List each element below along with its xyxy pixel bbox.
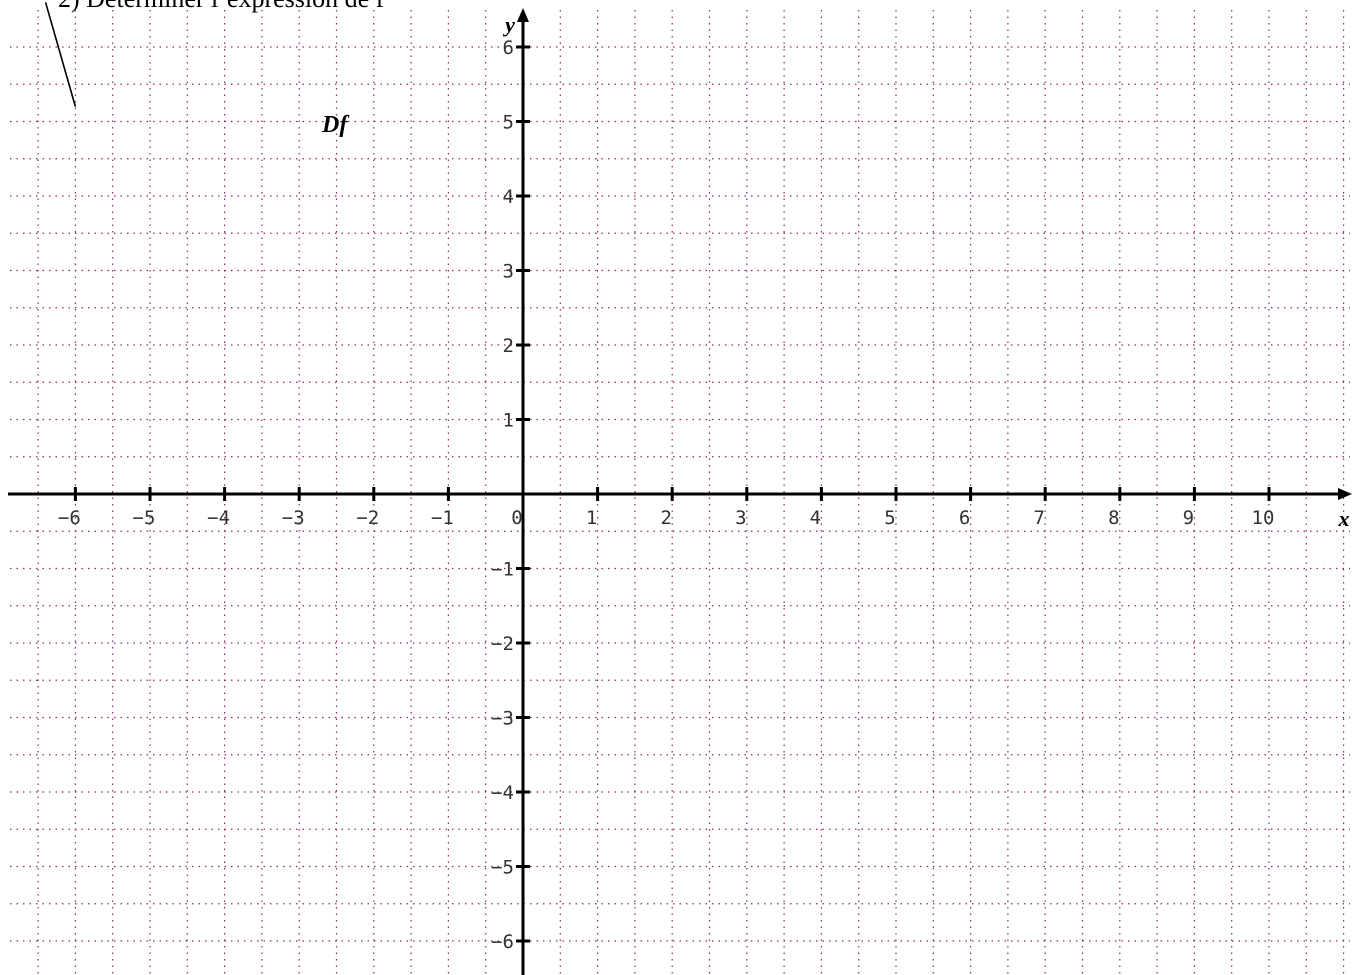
x-tick-label: −6	[58, 507, 81, 529]
y-axis-arrow	[517, 8, 529, 22]
x-tick-label: 6	[959, 507, 970, 529]
y-tick-label: −3	[491, 708, 514, 730]
series-layer	[44, 2, 77, 107]
y-axis-name: y	[502, 12, 515, 37]
axes	[8, 8, 1352, 975]
y-tick-label: −2	[491, 633, 514, 655]
x-tick-label: 8	[1108, 507, 1119, 529]
x-tick-label: 2	[660, 507, 671, 529]
y-tick-label: −5	[491, 857, 514, 879]
exercise-instruction: 2) Déterminer l’expression de f	[58, 0, 384, 12]
x-tick-label: 4	[810, 507, 821, 529]
y-tick-label: 5	[503, 112, 514, 134]
x-tick-label: −1	[431, 507, 454, 529]
x-tick-label: −3	[282, 507, 305, 529]
y-tick-label: 6	[503, 37, 514, 59]
y-tick-label: −6	[491, 931, 514, 953]
x-tick-label: 3	[735, 507, 746, 529]
x-axis-arrow	[1338, 488, 1352, 500]
labels-layer: −6 −5 −4 −3 −2 −1 0 1 2 3 4 5 6 7 8 9 10 −6 −5 −4 −3 −2 −1 1 2 3 4…	[58, 12, 1350, 953]
x-tick-label: 0	[511, 507, 522, 529]
x-tick-label: 9	[1183, 507, 1194, 529]
y-tick-label: 3	[503, 261, 514, 283]
y-tick-label: −4	[491, 782, 514, 804]
y-tick-label: 1	[503, 410, 514, 432]
x-tick-label: −4	[207, 507, 230, 529]
curve-label-df: Df	[321, 112, 349, 138]
series-line-df	[44, 2, 77, 107]
x-tick-label: −5	[133, 507, 156, 529]
y-tick-label: −1	[491, 559, 514, 581]
x-tick-label: 5	[884, 507, 895, 529]
x-axis-name: x	[1338, 506, 1350, 531]
x-tick-label: 1	[586, 507, 597, 529]
y-tick-label: 2	[503, 335, 514, 357]
x-tick-label: 10	[1252, 507, 1275, 529]
y-tick-label: 4	[503, 186, 514, 208]
x-tick-label: −2	[356, 507, 379, 529]
x-tick-label: 7	[1033, 507, 1044, 529]
